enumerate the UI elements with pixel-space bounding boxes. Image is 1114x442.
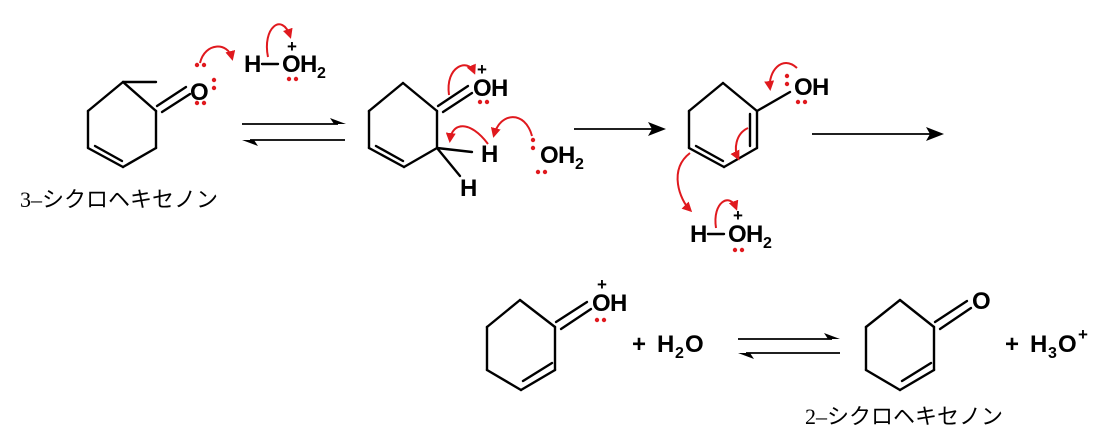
hydronium-h: H — [690, 221, 707, 248]
equilibrium-arrow-1 — [242, 118, 346, 146]
hydronium-2: H O H 2 + — [690, 206, 772, 253]
forward-arrow-2 — [812, 127, 944, 141]
curly-arrow-pi-to-o — [447, 63, 476, 96]
curly-arrow-bond-to-o — [265, 23, 293, 58]
product-name: 2–シクロヘキセノン — [805, 404, 1003, 429]
carbonyl-bond — [155, 85, 192, 114]
molecule-protonated-conjugated-enone: O H + — [485, 275, 627, 392]
positive-charge: + — [287, 37, 297, 56]
reactant-name: 3–シクロヘキセノン — [20, 187, 218, 212]
positive-charge: + — [597, 275, 607, 294]
curly-arrow-o-to-h — [199, 45, 236, 64]
positive-charge: + — [733, 206, 743, 225]
carbonyl-oxygen: O — [972, 288, 991, 315]
molecule-3-cyclohexenone: O — [86, 62, 217, 169]
hydronium-h2: H — [746, 221, 763, 248]
hydronium-h: H — [1030, 331, 1047, 358]
hydronium-o: O — [282, 51, 301, 78]
plus-hydronium: + H 3 O + — [1005, 325, 1088, 362]
molecule-2-cyclohexenone: O — [864, 288, 991, 392]
subscript-2: 2 — [675, 345, 684, 362]
hydronium-1: H O H 2 + — [244, 37, 326, 82]
curly-arrow-bond-to-o-2 — [714, 199, 739, 229]
molecule-protonated-enone: O H + H H — [367, 60, 508, 202]
water-o: O — [685, 331, 704, 358]
subscript-2: 2 — [763, 235, 772, 252]
enol-h: H — [812, 74, 829, 101]
curly-arrow-ch-to-cc — [445, 125, 489, 145]
enol-o: O — [794, 74, 813, 101]
ring-bonds — [86, 80, 158, 169]
hydronium-o: O — [728, 221, 747, 248]
plus-sign: + — [632, 331, 646, 358]
oxonium-o: O — [592, 290, 611, 317]
subscript-3: 3 — [1048, 345, 1057, 362]
carbonyl-oxygen: O — [190, 79, 209, 106]
alpha-h-2: H — [460, 175, 477, 202]
subscript-2: 2 — [317, 65, 326, 82]
water-h: H — [558, 142, 575, 169]
water-h: H — [657, 331, 674, 358]
hydronium-h: H — [244, 51, 261, 78]
oxonium-h: H — [491, 75, 508, 102]
double-bond-inner — [93, 144, 124, 163]
oxonium-o: O — [473, 75, 492, 102]
alpha-h: H — [481, 141, 498, 168]
equilibrium-arrow-2 — [738, 333, 840, 359]
hydronium-o: O — [1058, 331, 1077, 358]
molecule-dienol: O H — [687, 73, 829, 169]
water-o: O — [540, 142, 559, 169]
curly-arrow-o-to-co — [764, 61, 798, 91]
positive-charge: + — [477, 60, 487, 79]
curly-arrow-cc-to-h — [676, 152, 693, 213]
curly-arrow-cc-to-cc — [730, 127, 749, 161]
hydronium-h2: H — [300, 51, 317, 78]
plus-sign: + — [1005, 331, 1019, 358]
positive-charge: + — [1078, 325, 1088, 344]
lone-pairs — [194, 62, 217, 106]
water-base: O H 2 — [530, 137, 584, 175]
curly-arrow-water-to-h — [490, 116, 533, 138]
plus-water: + H 2 O — [632, 331, 704, 362]
oxonium-h: H — [610, 290, 627, 317]
forward-arrow-1 — [574, 122, 666, 136]
subscript-2: 2 — [575, 156, 584, 173]
